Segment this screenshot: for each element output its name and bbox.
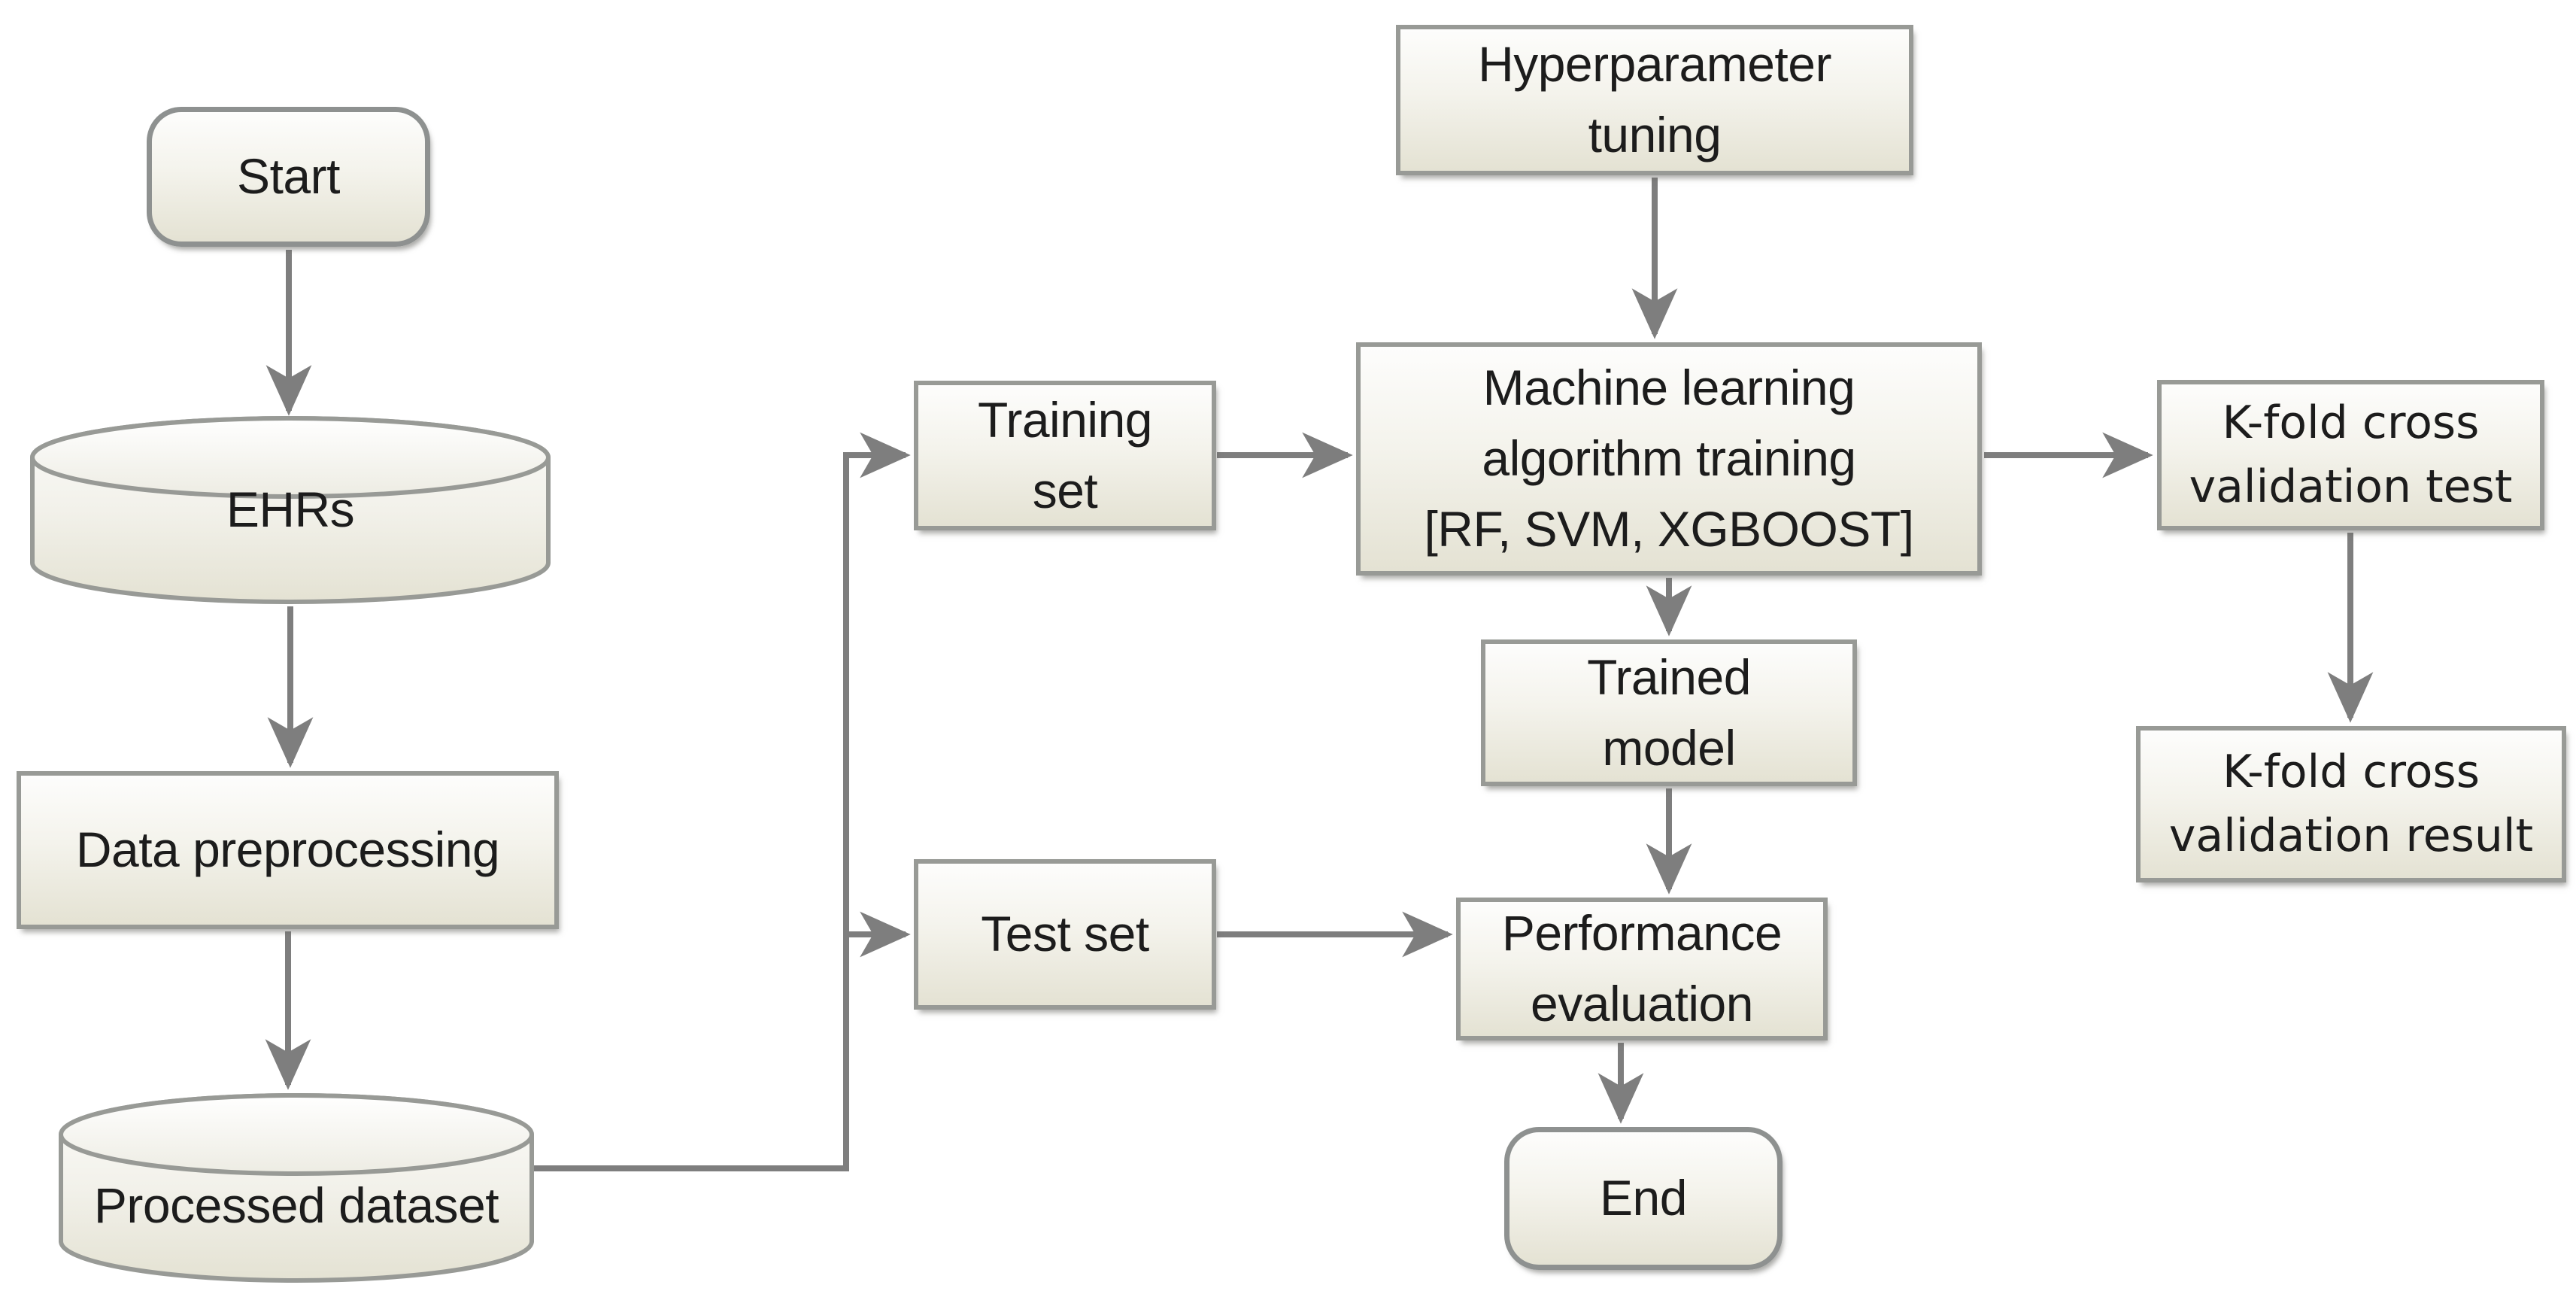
node-performance-evaluation-label: Performance evaluation (1501, 905, 1783, 1031)
edge-processed-dataset-to-training-set (534, 432, 911, 1171)
node-end-label: End (1600, 1170, 1687, 1226)
node-start-label: Start (237, 148, 340, 205)
node-trained-model-label: Trained model (1587, 649, 1751, 776)
node-data-preprocessing-label: Data preprocessing (75, 822, 500, 878)
node-hyperparameter-tuning-label: Hyperparameter tuning (1478, 36, 1831, 163)
node-kfold-validation-test-label: K-fold cross validation test (2189, 396, 2513, 513)
node-processed-dataset: Processed dataset (59, 1093, 534, 1283)
node-trained-model: Trained model (1481, 639, 1857, 786)
node-ehrs: EHRs (30, 416, 551, 604)
node-test-set: Test set (914, 859, 1216, 1010)
node-kfold-validation-result-label: K-fold cross validation result (2168, 745, 2534, 862)
node-start: Start (147, 107, 430, 247)
processed-dataset-cylinder-shape (59, 1093, 534, 1283)
node-training-set-label: Training set (978, 391, 1153, 518)
node-test-set-label: Test set (981, 906, 1149, 962)
node-ml-training-label: Machine learning algorithm training [RF,… (1424, 360, 1914, 557)
node-end: End (1504, 1127, 1783, 1270)
node-ml-training: Machine learning algorithm training [RF,… (1356, 342, 1982, 576)
node-processed-dataset-label: Processed dataset (93, 1177, 499, 1234)
node-ehrs-label: EHRs (226, 481, 355, 538)
node-kfold-validation-result: K-fold cross validation result (2136, 726, 2566, 882)
node-data-preprocessing: Data preprocessing (17, 771, 559, 929)
node-hyperparameter-tuning: Hyperparameter tuning (1396, 25, 1913, 175)
node-performance-evaluation: Performance evaluation (1456, 898, 1828, 1040)
node-training-set: Training set (914, 381, 1216, 530)
node-kfold-validation-test: K-fold cross validation test (2157, 380, 2544, 530)
ehrs-cylinder-shape (30, 416, 551, 604)
